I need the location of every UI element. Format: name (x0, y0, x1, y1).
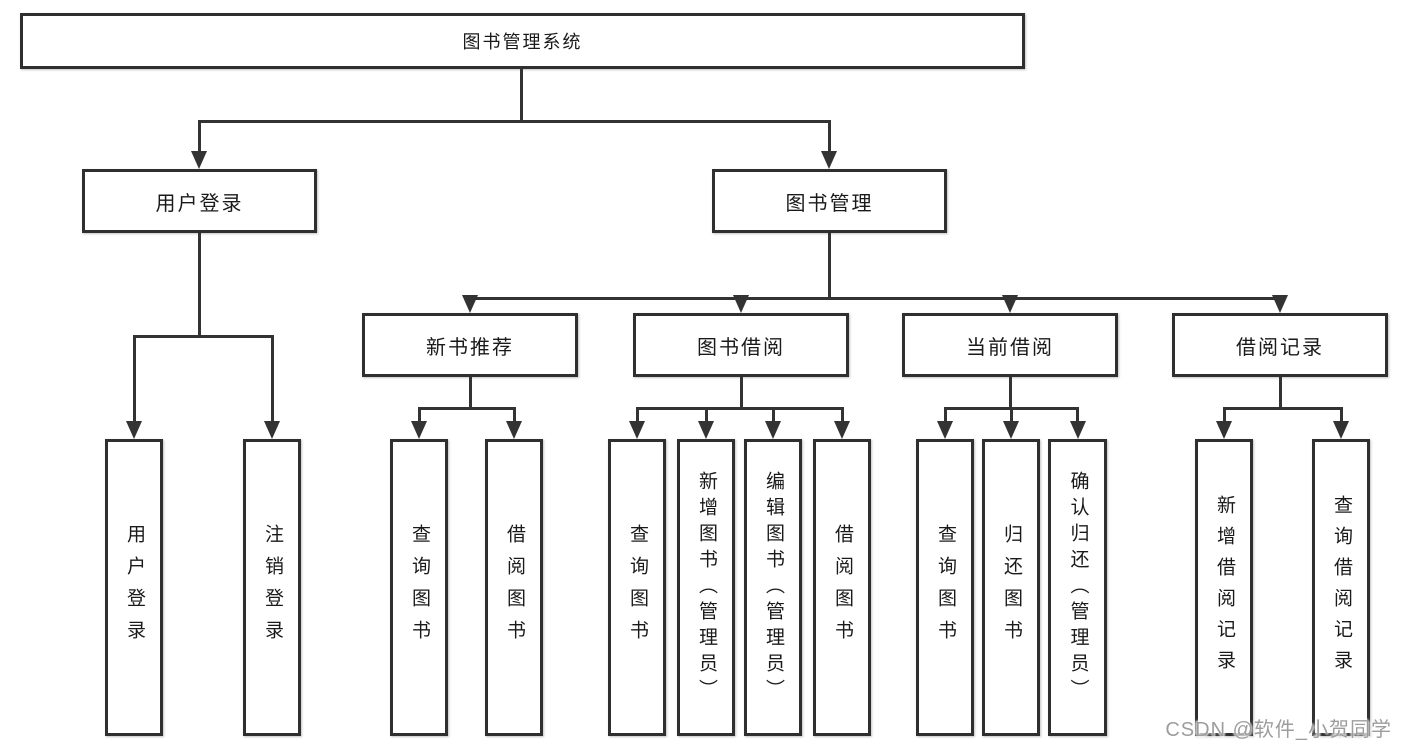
leaf-return-books: 归还图书 (982, 439, 1040, 736)
connector-line (418, 407, 516, 410)
node-borrowing-records: 借阅记录 (1172, 313, 1388, 377)
connector-line (828, 120, 831, 154)
node-label: 归还图书 (1000, 523, 1022, 652)
connector-line (1010, 407, 1013, 425)
node-book-borrowing: 图书借阅 (633, 313, 849, 377)
node-label: 新增借阅记录 (1213, 494, 1235, 681)
connector-line (198, 120, 201, 154)
connector-line (944, 407, 947, 425)
connector-line (470, 297, 1281, 300)
node-label: 确认归还（管理员） (1067, 470, 1089, 705)
connector-line (418, 407, 421, 425)
leaf-borrow-books: 借阅图书 (813, 439, 871, 736)
connector-line (841, 407, 844, 425)
connector-line (199, 120, 831, 123)
connector-line (513, 407, 516, 425)
arrowhead-down-icon (462, 295, 478, 313)
node-label: 查询借阅记录 (1330, 494, 1352, 681)
node-label: 查询图书 (408, 523, 430, 652)
arrowhead-down-icon (264, 421, 280, 439)
node-book-management: 图书管理 (712, 169, 947, 233)
node-label: 当前借阅 (966, 336, 1054, 359)
arrowhead-down-icon (821, 151, 837, 169)
leaf-user-login: 用户登录 (105, 439, 163, 736)
node-user-login: 用户登录 (82, 169, 317, 233)
node-label: 借阅图书 (831, 523, 853, 652)
arrowhead-down-icon (1333, 421, 1349, 439)
connector-line (705, 407, 708, 425)
arrowhead-down-icon (629, 421, 645, 439)
connector-line (469, 377, 472, 407)
node-label: 新书推荐 (426, 336, 514, 359)
connector-line (1009, 377, 1012, 407)
node-new-book-recommend: 新书推荐 (362, 313, 578, 377)
connector-line (133, 335, 274, 338)
node-label: 图书管理系统 (462, 32, 583, 52)
connector-line (1223, 407, 1226, 425)
connector-line (520, 68, 523, 120)
arrowhead-down-icon (126, 421, 142, 439)
connector-line (1279, 377, 1282, 407)
leaf-edit-books-admin: 编辑图书（管理员） (744, 439, 802, 736)
arrowhead-down-icon (1002, 295, 1018, 313)
connector-line (198, 233, 201, 335)
leaf-add-books-admin: 新增图书（管理员） (677, 439, 735, 736)
connector-line (740, 377, 743, 407)
node-label: 借阅图书 (503, 523, 525, 652)
csdn-watermark: CSDN @软件_小贺同学 (1165, 719, 1392, 741)
connector-line (636, 407, 844, 410)
node-label: 查询图书 (626, 523, 648, 652)
leaf-query-books-recommend: 查询图书 (390, 439, 448, 736)
node-label: 查询图书 (934, 523, 956, 652)
arrowhead-down-icon (733, 295, 749, 313)
arrowhead-down-icon (506, 421, 522, 439)
leaf-add-borrow-record: 新增借阅记录 (1195, 439, 1253, 736)
node-label: 用户登录 (155, 192, 244, 215)
node-label: 图书借阅 (697, 336, 785, 359)
connector-line (133, 335, 136, 423)
connector-line (1223, 407, 1343, 410)
node-library-management-system: 图书管理系统 (20, 13, 1025, 69)
node-label: 注销登录 (261, 523, 283, 652)
arrowhead-down-icon (698, 421, 714, 439)
arrowhead-down-icon (191, 151, 207, 169)
connector-line (1076, 407, 1079, 425)
leaf-query-books-borrowing: 查询图书 (608, 439, 666, 736)
node-label: 借阅记录 (1236, 336, 1324, 359)
connector-line (271, 335, 274, 423)
connector-line (944, 407, 1079, 410)
node-current-borrowing: 当前借阅 (902, 313, 1118, 377)
connector-line (828, 233, 831, 297)
arrowhead-down-icon (1003, 421, 1019, 439)
arrowhead-down-icon (1216, 421, 1232, 439)
leaf-borrow-books-recommend: 借阅图书 (485, 439, 543, 736)
arrowhead-down-icon (765, 421, 781, 439)
arrowhead-down-icon (1070, 421, 1086, 439)
connector-line (1340, 407, 1343, 425)
arrowhead-down-icon (411, 421, 427, 439)
node-label: 图书管理 (785, 192, 874, 215)
leaf-confirm-return-admin: 确认归还（管理员） (1048, 439, 1107, 736)
arrowhead-down-icon (937, 421, 953, 439)
node-label: 用户登录 (123, 523, 145, 652)
leaf-query-borrow-record: 查询借阅记录 (1312, 439, 1370, 736)
node-label: 新增图书（管理员） (695, 470, 717, 705)
connector-line (636, 407, 639, 425)
arrowhead-down-icon (1272, 295, 1288, 313)
leaf-query-books-current: 查询图书 (916, 439, 974, 736)
arrowhead-down-icon (834, 421, 850, 439)
connector-line (772, 407, 775, 425)
node-label: 编辑图书（管理员） (762, 470, 784, 705)
leaf-logout: 注销登录 (243, 439, 301, 736)
